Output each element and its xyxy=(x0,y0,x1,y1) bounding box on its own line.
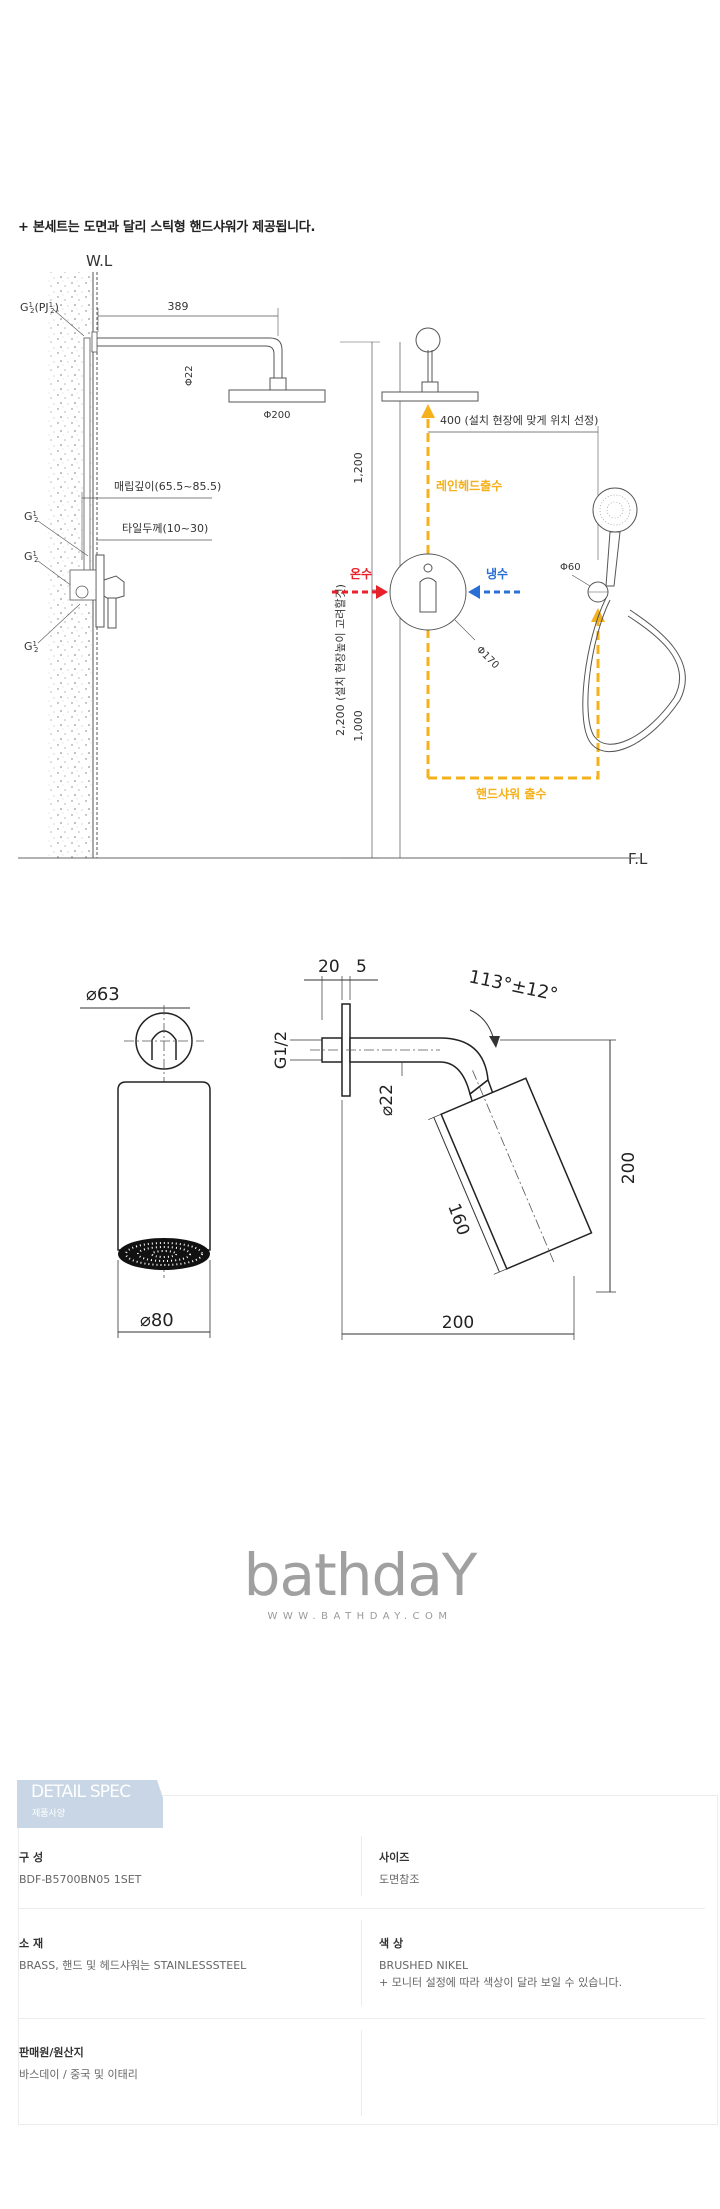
angle-dim: 113°±12° xyxy=(467,966,560,1005)
spec-material: 소 재 BRASS, 핸드 및 헤드샤워는 STAINLESSSTEEL xyxy=(19,1935,246,1974)
rain-head-front xyxy=(381,391,479,402)
column-divider xyxy=(361,1920,362,2006)
column-divider xyxy=(361,2030,362,2116)
wall-line-label: W.L xyxy=(86,252,113,270)
holder-dia-dim: Φ60 xyxy=(560,562,581,573)
size-value: 도면참조 xyxy=(379,1873,420,1886)
brand-url: WWW.BATHDAY.COM xyxy=(267,1611,453,1622)
hand-distance-dim: 400 (설치 현장에 맞게 위치 선정) xyxy=(440,414,598,427)
hot-water-label: 온수 xyxy=(350,566,372,581)
detail-spec-subtitle: 제품사양 xyxy=(32,1809,66,1819)
pipe-dia-dim: Φ22 xyxy=(184,365,195,386)
cold-water-label: 냉수 xyxy=(486,566,508,581)
color-value: BRUSHED NIKEL xyxy=(379,1959,469,1972)
material-label: 소 재 xyxy=(19,1937,44,1950)
pipe-dia-label: ⌀22 xyxy=(377,1084,397,1116)
arm-length-dim: 389 xyxy=(168,300,189,313)
detail-spec-title: DETAIL SPEC xyxy=(31,1782,131,1802)
spec-color: 색 상 BRUSHED NIKEL + 모니터 설정에 따라 색상이 달라 보일… xyxy=(379,1935,622,1991)
upper-height-dim: 1,200 xyxy=(352,452,365,484)
plate-dia-dim: Φ170 xyxy=(474,644,501,671)
head-dia-label: ⌀80 xyxy=(140,1310,174,1331)
composition-value: BDF-B5700BN05 1SET xyxy=(19,1873,142,1886)
material-value: BRASS, 핸드 및 헤드샤워는 STAINLESSSTEEL xyxy=(19,1959,247,1972)
seller-label: 판매원/원산지 xyxy=(19,2046,84,2059)
hand-outlet-label: 핸드샤워 출수 xyxy=(476,786,546,801)
dim-5: 5 xyxy=(356,957,367,977)
thread-label: G1/2 xyxy=(271,1031,290,1069)
divider xyxy=(19,1908,705,1909)
spec-seller: 판매원/원산지 바스데이 / 중국 및 이태리 xyxy=(19,2044,138,2083)
dim-20: 20 xyxy=(318,957,340,977)
divider xyxy=(19,2018,705,2019)
spec-size: 사이즈 도면참조 xyxy=(379,1849,419,1888)
install-notice: + 본세트는 도면과 달리 스틱형 핸드샤워가 제공됩니다. xyxy=(18,220,316,235)
color-label: 색 상 xyxy=(379,1937,404,1950)
rain-outlet-label: 레인헤드출수 xyxy=(436,478,502,493)
head-body-side xyxy=(428,1070,593,1275)
hand-outlet-path xyxy=(428,622,600,780)
tile-thickness-label: 타일두께(10~30) xyxy=(122,521,208,535)
lower-height-dim: 1,000 xyxy=(352,710,365,742)
head-body-front xyxy=(117,1081,211,1251)
product-dimension-drawing: ⌀63 ⌀80 20 5 113°±12° G1/2 ⌀22 160 200 xyxy=(80,957,639,1340)
embed-depth-label: 매립깊이(65.5~85.5) xyxy=(114,480,221,493)
spec-composition: 구 성 BDF-B5700BN05 1SET xyxy=(19,1849,141,1888)
size-label: 사이즈 xyxy=(379,1851,410,1864)
shower-arm-side xyxy=(349,1037,489,1096)
floor-line-label: F.L xyxy=(628,850,648,868)
head-dia-dim: Φ200 xyxy=(264,410,291,421)
height-label: 200 xyxy=(619,1152,639,1184)
column-divider xyxy=(361,1836,362,1896)
bathday-logo: bathdaY xyxy=(243,1541,478,1609)
brand-block: bathdaY WWW.BATHDAY.COM xyxy=(0,1545,720,1622)
reach-label: 200 xyxy=(442,1313,474,1333)
rain-head-side xyxy=(228,389,326,403)
detail-spec-table: DETAIL SPEC 제품사양 구 성 BDF-B5700BN05 1SET … xyxy=(17,1780,718,2125)
composition-label: 구 성 xyxy=(19,1851,44,1864)
seller-value: 바스데이 / 중국 및 이태리 xyxy=(19,2068,138,2081)
detail-spec-tab: DETAIL SPEC 제품사양 xyxy=(17,1780,163,1828)
head-length-label: 160 xyxy=(443,1201,473,1238)
color-note: + 모니터 설정에 따라 색상이 달라 보일 수 있습니다. xyxy=(379,1976,623,1989)
hand-shower-head xyxy=(592,487,638,533)
valve-plate-side xyxy=(95,554,105,628)
hand-hose xyxy=(582,597,686,752)
plate-dia-label: ⌀63 xyxy=(86,984,120,1005)
total-height-dim: 2,200 (설치 현장높이 고려할것) xyxy=(334,584,347,736)
